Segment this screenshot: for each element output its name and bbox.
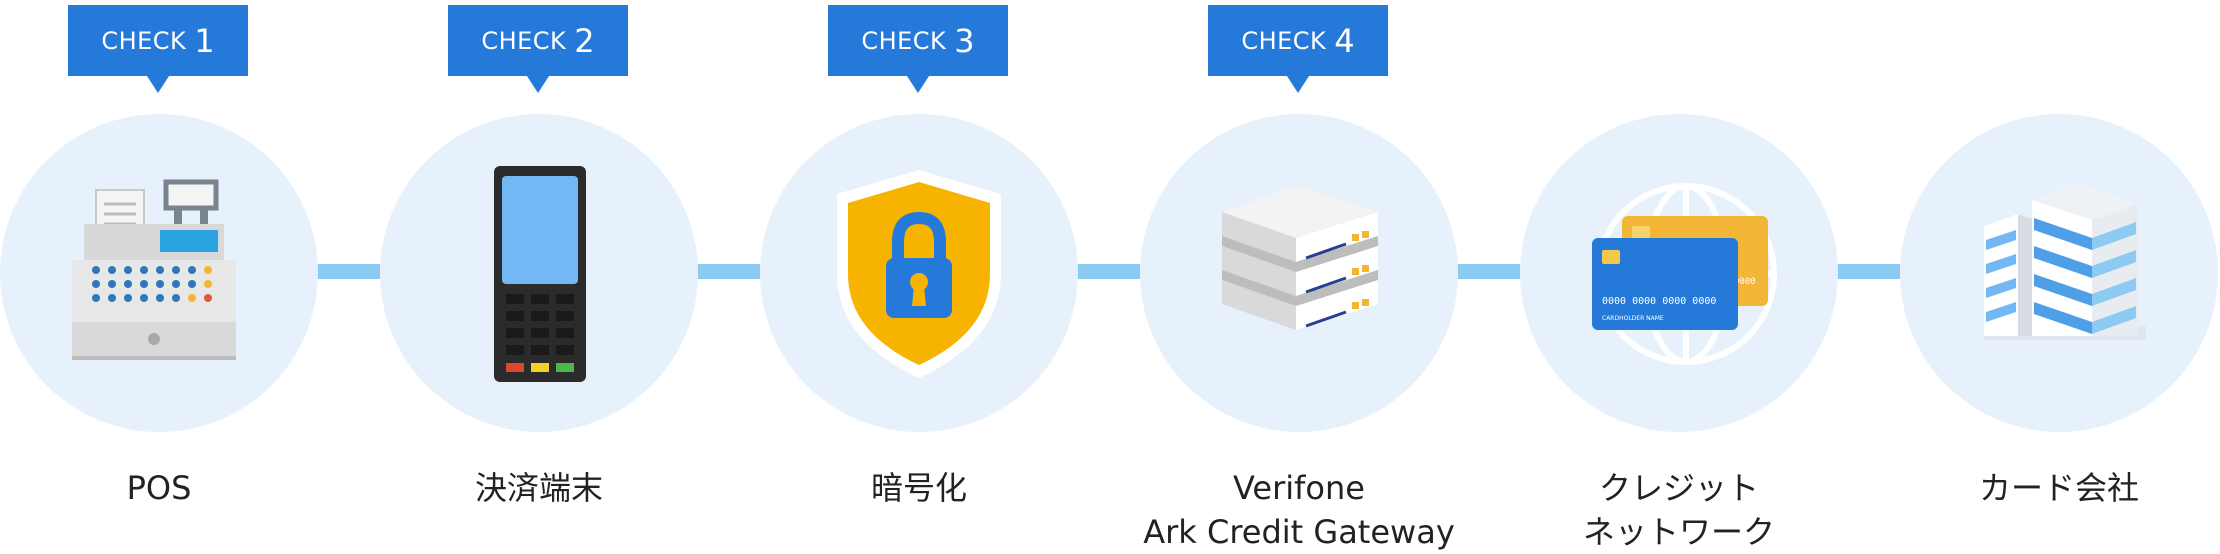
check-badge-text: CHECK (101, 26, 187, 55)
office-building-icon (1984, 184, 2146, 340)
check-badge-number: 1 (194, 21, 215, 60)
step-label-line: カード会社 (1978, 469, 2139, 507)
step-pos-circle (0, 114, 318, 432)
step-gateway-circle (1140, 114, 1458, 432)
step-encryption-circle (760, 114, 1078, 432)
step-terminal-circle (380, 114, 698, 432)
check-badge-number: 2 (574, 21, 595, 60)
connector-line (1076, 264, 1140, 279)
check-badge-text: CHECK (481, 26, 567, 55)
step-label-card-company: カード会社 (1879, 466, 2220, 510)
check-badge-text: CHECK (1241, 26, 1327, 55)
step-label-line: ネットワーク (1582, 513, 1775, 551)
connector-line (696, 264, 760, 279)
connector-line (1456, 264, 1520, 279)
server-icon (1222, 186, 1378, 330)
connector-line (1836, 264, 1900, 279)
payment-terminal-icon (494, 166, 586, 382)
connector-line (316, 264, 380, 279)
step-network-circle: 0000 0000 0000 0000 0000 CARDHOLDER NAME (1520, 114, 1838, 432)
step-label-line: 決済端末 (474, 469, 603, 507)
step-label-network: クレジット ネットワーク (1499, 466, 1859, 554)
step-label-line: クレジット (1598, 469, 1759, 507)
check-badge-text: CHECK (861, 26, 947, 55)
step-label-pos: POS (0, 466, 339, 510)
step-label-line: Verifone (1233, 469, 1365, 507)
step-label-line: Ark Credit Gateway (1143, 513, 1455, 551)
card-back-number: 0000 (1734, 277, 1756, 287)
step-label-encryption: 暗号化 (739, 466, 1099, 510)
step-card-company-circle (1900, 114, 2218, 432)
check-badge-number: 3 (954, 21, 975, 60)
step-label-line: 暗号化 (870, 469, 967, 507)
step-label-line: POS (126, 469, 192, 507)
cash-register-icon (72, 179, 236, 360)
credit-card-icon: 0000 0000 0000 0000 0000 CARDHOLDER NAME (1592, 183, 1777, 365)
card-number: 0000 0000 0000 0000 (1602, 296, 1716, 307)
card-holder: CARDHOLDER NAME (1602, 315, 1664, 322)
step-label-terminal: 決済端末 (359, 466, 719, 510)
step-label-gateway: Verifone Ark Credit Gateway (1119, 466, 1479, 554)
check-badge-number: 4 (1334, 21, 1355, 60)
lock-shield-icon (837, 170, 1001, 378)
